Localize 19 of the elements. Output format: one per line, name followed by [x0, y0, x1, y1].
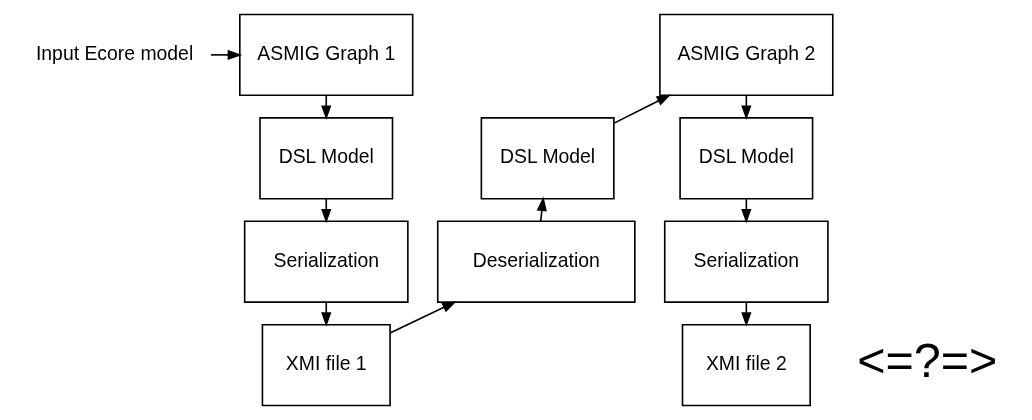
arrow [612, 94, 671, 124]
arrow [536, 196, 547, 222]
node-box: ASMIG Graph 2 [658, 13, 834, 97]
node-box: XMI file 1 [261, 323, 391, 407]
arrow [320, 198, 331, 224]
node-box: DSL Model [258, 117, 393, 200]
label: <=?=> [856, 333, 997, 388]
node-box: Deserialization [436, 220, 636, 303]
arrow [320, 301, 331, 327]
arrow [320, 94, 331, 121]
node-box: ASMIG Graph 1 [238, 13, 413, 97]
node-text: Input Ecore model [35, 41, 193, 64]
node-box: Serialization [243, 220, 409, 303]
arrow [389, 301, 457, 334]
arrow [209, 49, 242, 60]
node-box: XMI file 2 [681, 323, 811, 407]
node-box: DSL Model [480, 117, 615, 200]
node-box: Serialization [663, 220, 829, 303]
node-box: DSL Model [678, 117, 813, 200]
